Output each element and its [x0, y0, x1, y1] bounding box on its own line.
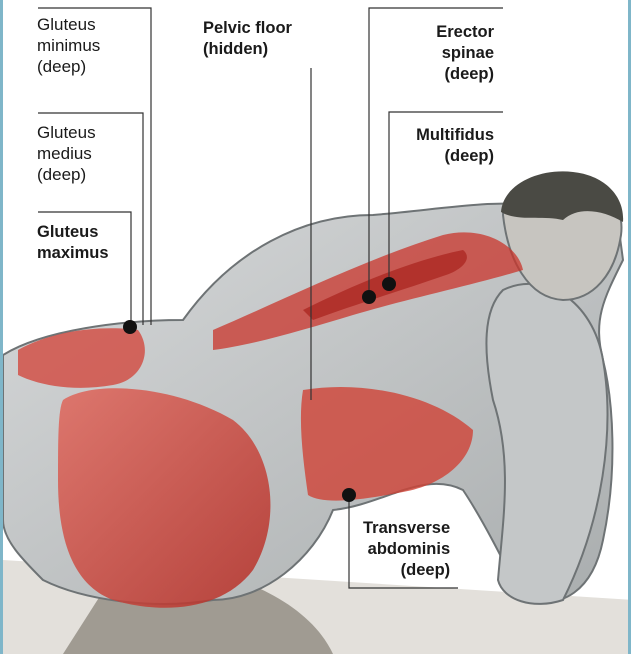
label-multifidus: Multifidus (deep) [416, 125, 494, 167]
label-erector-spinae: Erector spinae (deep) [436, 22, 494, 85]
label-gluteus-minimus: Gluteus minimus (deep) [37, 14, 100, 77]
label-gluteus-medius: Gluteus medius (deep) [37, 122, 96, 185]
dot-transverse-abdominis [342, 488, 356, 502]
anatomy-illustration [3, 0, 631, 654]
label-gluteus-maximus: Gluteus maximus [37, 222, 109, 264]
gluteus-medius-muscle [18, 328, 145, 388]
dot-gluteus [123, 320, 137, 334]
dot-erector-spinae [362, 290, 376, 304]
dot-multifidus [382, 277, 396, 291]
label-transverse-abdominis: Transverse abdominis (deep) [363, 518, 450, 581]
label-pelvic-floor: Pelvic floor (hidden) [203, 18, 292, 60]
